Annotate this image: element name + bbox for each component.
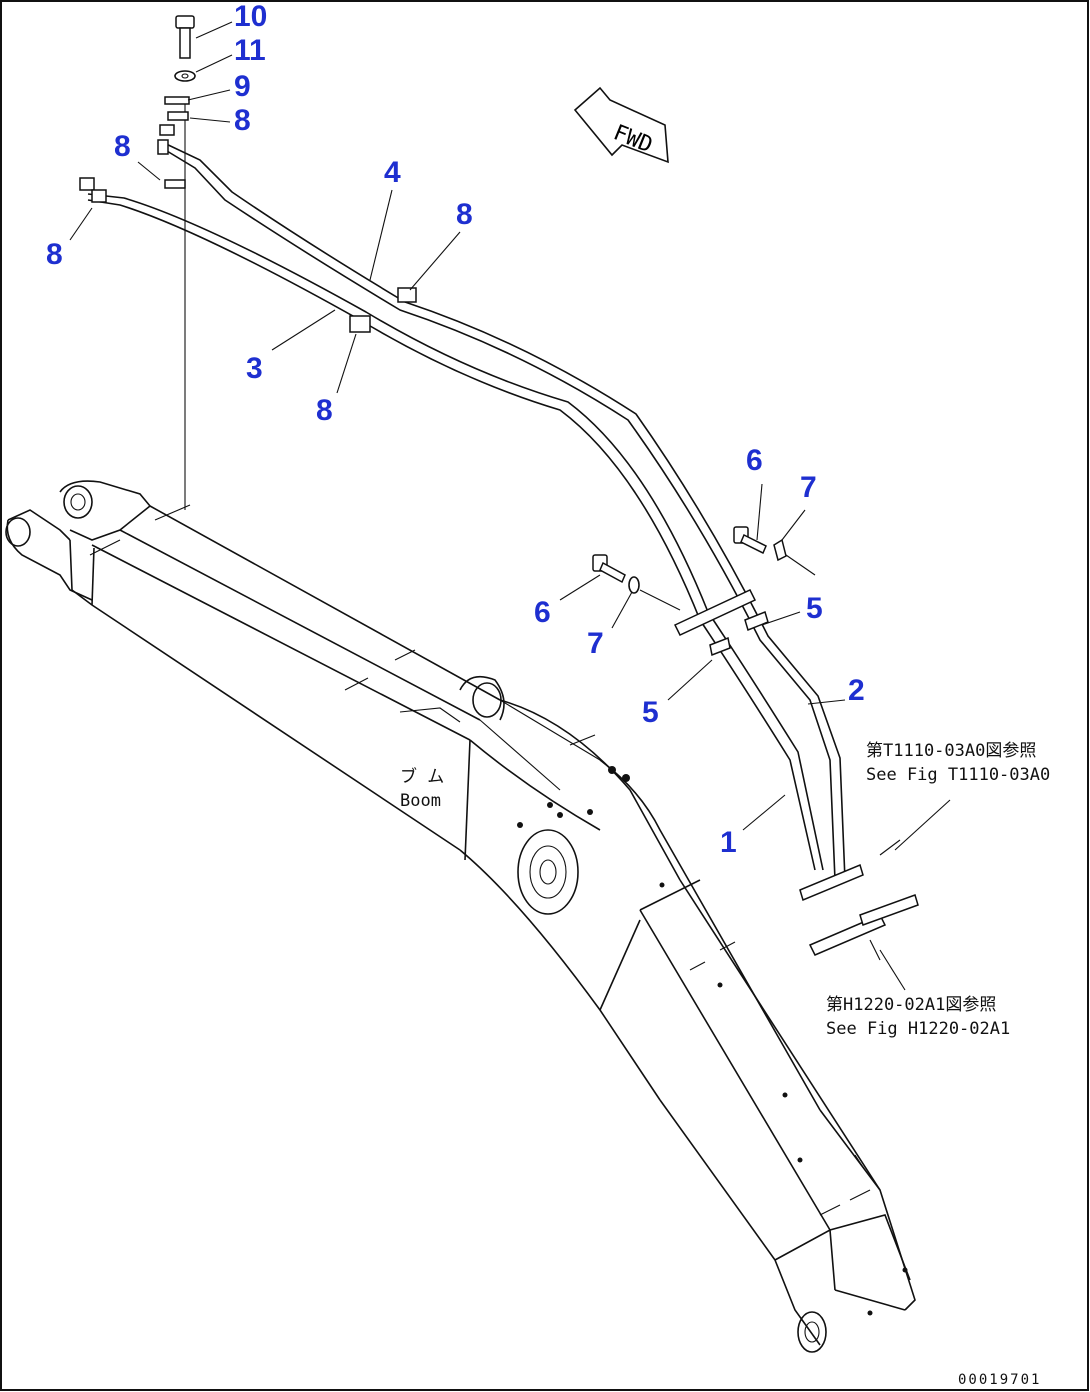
boom-body: [5, 480, 916, 1353]
callout-8: 8: [46, 238, 63, 271]
callout-5: 5: [806, 592, 823, 625]
callout-6: 6: [534, 596, 551, 629]
bolts-6-7: [592, 526, 816, 611]
boom-label-jp: ブ ム: [400, 766, 444, 787]
bolt-and-washer: [174, 15, 196, 82]
callout-5: 5: [642, 696, 659, 729]
drawing-number: 00019701: [958, 1372, 1041, 1388]
hydraulic-pipes: [87, 100, 919, 961]
callout-10: 10: [234, 0, 267, 33]
callout-4: 4: [384, 156, 401, 189]
callout-8: 8: [456, 198, 473, 231]
callout-9: 9: [234, 70, 251, 103]
callout-2: 2: [848, 674, 865, 707]
notes: ブ ム Boom 第T1110-03A0図参照 See Fig T1110-03…: [400, 741, 1050, 1388]
callout-3: 3: [246, 352, 263, 385]
fwd-label: FWD: [610, 120, 656, 158]
callout-numbers: 10 11 9 8 8 8 4 8 3 8 6 7 6 7 5 5 2 1: [46, 0, 865, 859]
callout-6: 6: [746, 444, 763, 477]
reference-note-1-en: See Fig T1110-03A0: [866, 765, 1050, 785]
fwd-arrow: FWD: [573, 86, 669, 164]
callout-8: 8: [234, 104, 251, 137]
boom-label-en: Boom: [400, 791, 441, 811]
callout-8: 8: [316, 394, 333, 427]
pipe-clamps: [79, 96, 417, 333]
callout-7: 7: [587, 627, 604, 660]
callout-7: 7: [800, 471, 817, 504]
reference-note-1-jp: 第T1110-03A0図参照: [866, 741, 1036, 761]
callout-8: 8: [114, 130, 131, 163]
reference-note-2-en: See Fig H1220-02A1: [826, 1019, 1010, 1039]
callout-11: 11: [234, 34, 266, 67]
callout-1: 1: [720, 826, 737, 859]
leader-lines: [69, 21, 951, 991]
reference-note-2-jp: 第H1220-02A1図参照: [826, 995, 996, 1015]
